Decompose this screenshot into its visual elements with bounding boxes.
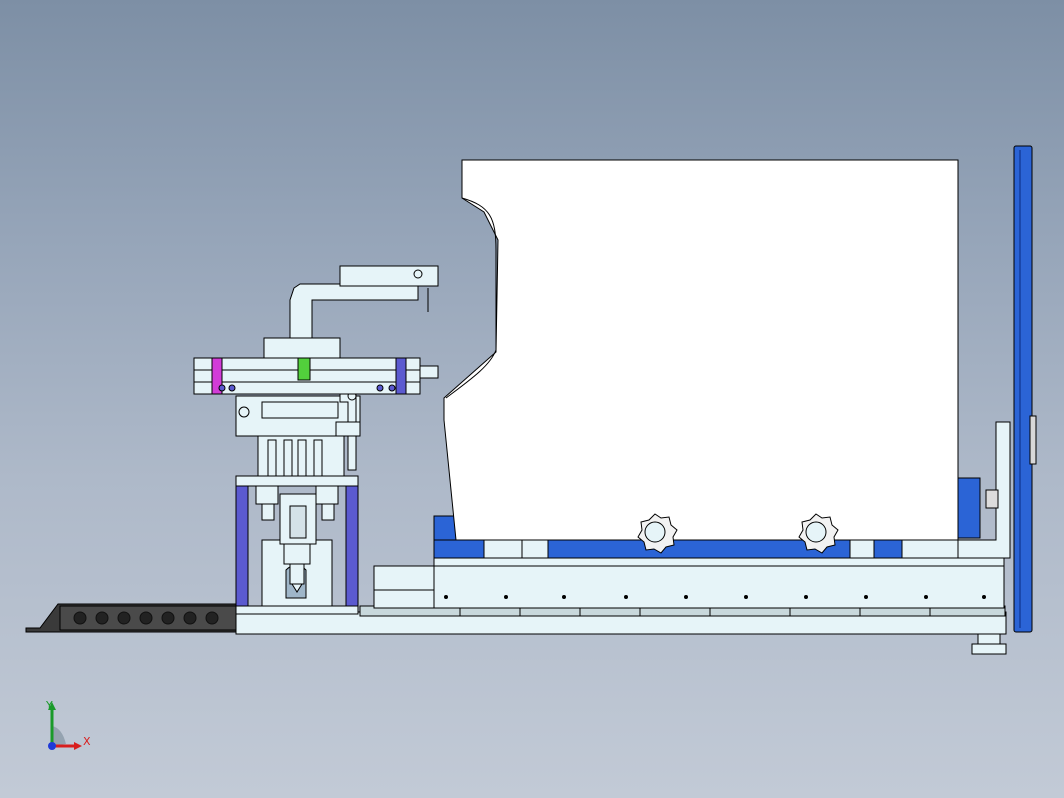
right-angle-bracket: [957, 421, 1011, 559]
right-blue-block: [957, 477, 981, 539]
coordinate-triad-icon: X Y: [36, 698, 106, 758]
cover-housing: [443, 159, 959, 541]
right-blue-rail: [1013, 145, 1033, 633]
linear-module-holes: [444, 595, 986, 599]
slide-clamp-purple: [395, 357, 407, 395]
lower-frame-base: [235, 605, 359, 615]
star-knob-icon[interactable]: [798, 513, 839, 554]
slider-gaps: [483, 539, 963, 559]
cover-inner-curve: [445, 197, 497, 399]
x-axis-label: X: [83, 735, 91, 748]
clamp-screw: [238, 406, 250, 418]
upper-arm-tip: [339, 265, 439, 287]
lever-arm: [335, 391, 361, 471]
cylinder-stack: [255, 485, 339, 593]
purple-column-left: [235, 485, 249, 607]
lower-frame-top-plate: [235, 475, 359, 487]
mid-block-rods: [267, 439, 323, 477]
motor-end-block: [373, 565, 435, 609]
bracket-knob: [985, 489, 999, 509]
slide-end-fitting: [419, 365, 439, 379]
tip-bolt: [413, 269, 423, 279]
upper-arm-base: [263, 337, 341, 359]
adjustable-foot-icon: [971, 633, 1007, 655]
rail-handle: [1029, 415, 1037, 465]
slide-bolts: [218, 384, 396, 392]
clamp-bar: [261, 401, 339, 419]
purple-column-right: [345, 485, 359, 607]
slide-clamp-magenta: [211, 357, 223, 395]
cable-drag-chain: [25, 603, 237, 633]
left-blue-block: [433, 515, 457, 541]
upper-arm: [289, 283, 419, 339]
y-axis-label: Y: [46, 699, 53, 712]
star-knob-icon[interactable]: [637, 513, 678, 554]
